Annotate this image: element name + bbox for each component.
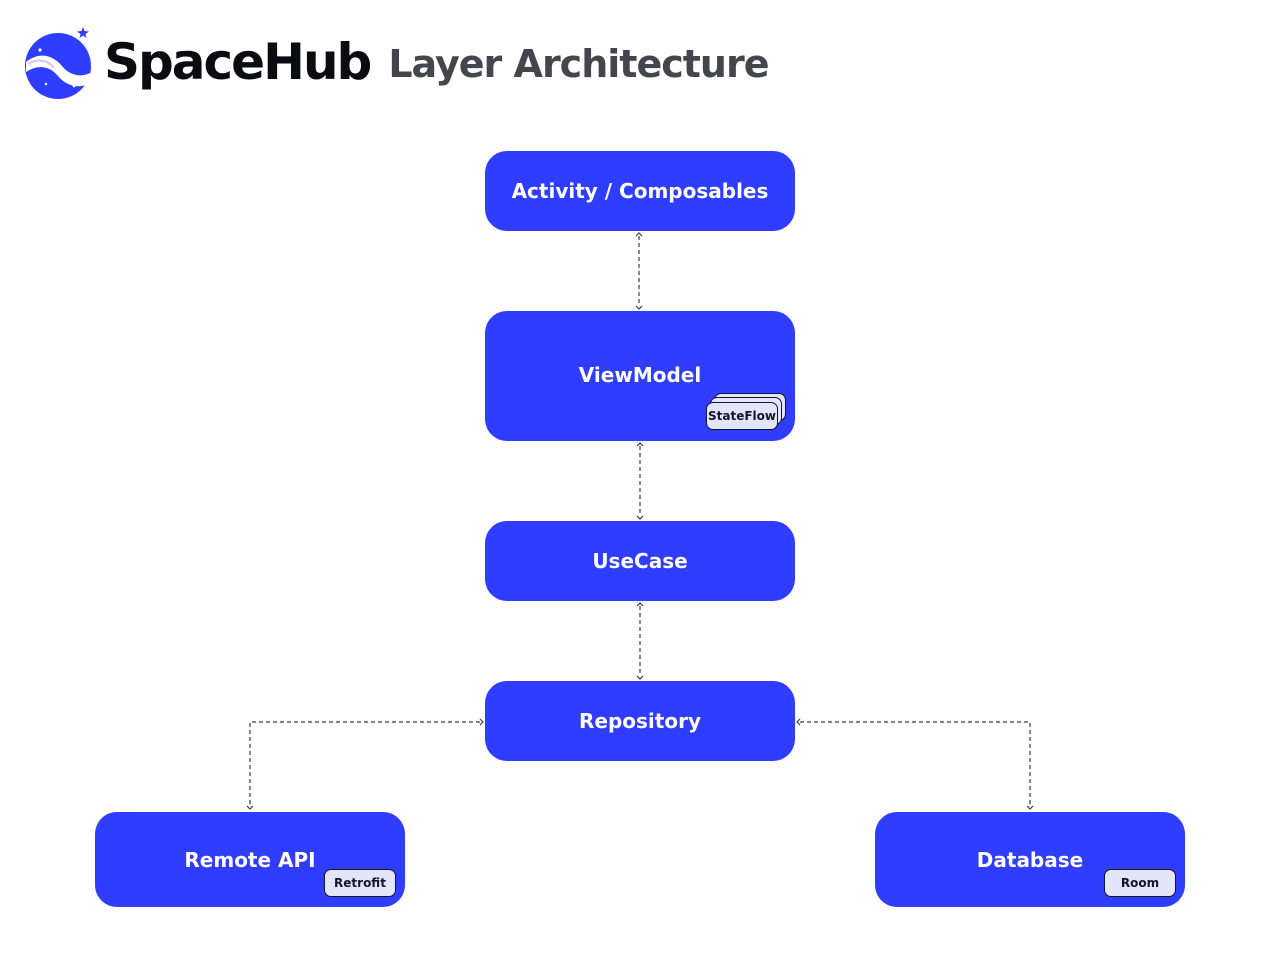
page-subtitle: Layer Architecture	[388, 42, 769, 86]
arrowhead-right-icon	[479, 718, 484, 726]
node-database[interactable]: Database Room	[875, 812, 1185, 907]
node-activity-composables[interactable]: Activity / Composables	[485, 151, 795, 231]
node-usecase[interactable]: UseCase	[485, 521, 795, 601]
arrowhead-up-icon	[636, 442, 644, 447]
node-label: Remote API	[184, 847, 316, 872]
arrowhead-down-icon	[246, 805, 254, 810]
badge-retrofit: Retrofit	[324, 869, 396, 897]
arrowhead-down-icon	[636, 675, 644, 680]
brand-title: SpaceHub	[104, 33, 372, 91]
arrowhead-up-icon	[635, 232, 643, 237]
node-label: ViewModel	[578, 363, 702, 387]
arrowhead-down-icon	[636, 515, 644, 520]
arrowhead-left-icon	[796, 718, 801, 726]
node-label: UseCase	[592, 549, 688, 573]
node-repository[interactable]: Repository	[485, 681, 795, 761]
node-label: Activity / Composables	[511, 179, 769, 203]
node-label: Repository	[579, 709, 701, 733]
arrowhead-down-icon	[1026, 805, 1034, 810]
spacehub-logo-icon	[25, 27, 92, 99]
badge-room: Room	[1104, 869, 1176, 897]
node-label: Database	[976, 847, 1084, 872]
node-viewmodel[interactable]: ViewModel StateFlow	[485, 311, 795, 441]
arrowhead-up-icon	[636, 602, 644, 607]
badge-stateflow: StateFlow	[706, 402, 778, 430]
connector-repository-remote-api	[249, 721, 480, 806]
arrowhead-down-icon	[635, 305, 643, 310]
connector-repository-database	[800, 721, 1031, 806]
header: SpaceHub Layer Architecture	[24, 22, 769, 102]
node-remote-api[interactable]: Remote API Retrofit	[95, 812, 405, 907]
